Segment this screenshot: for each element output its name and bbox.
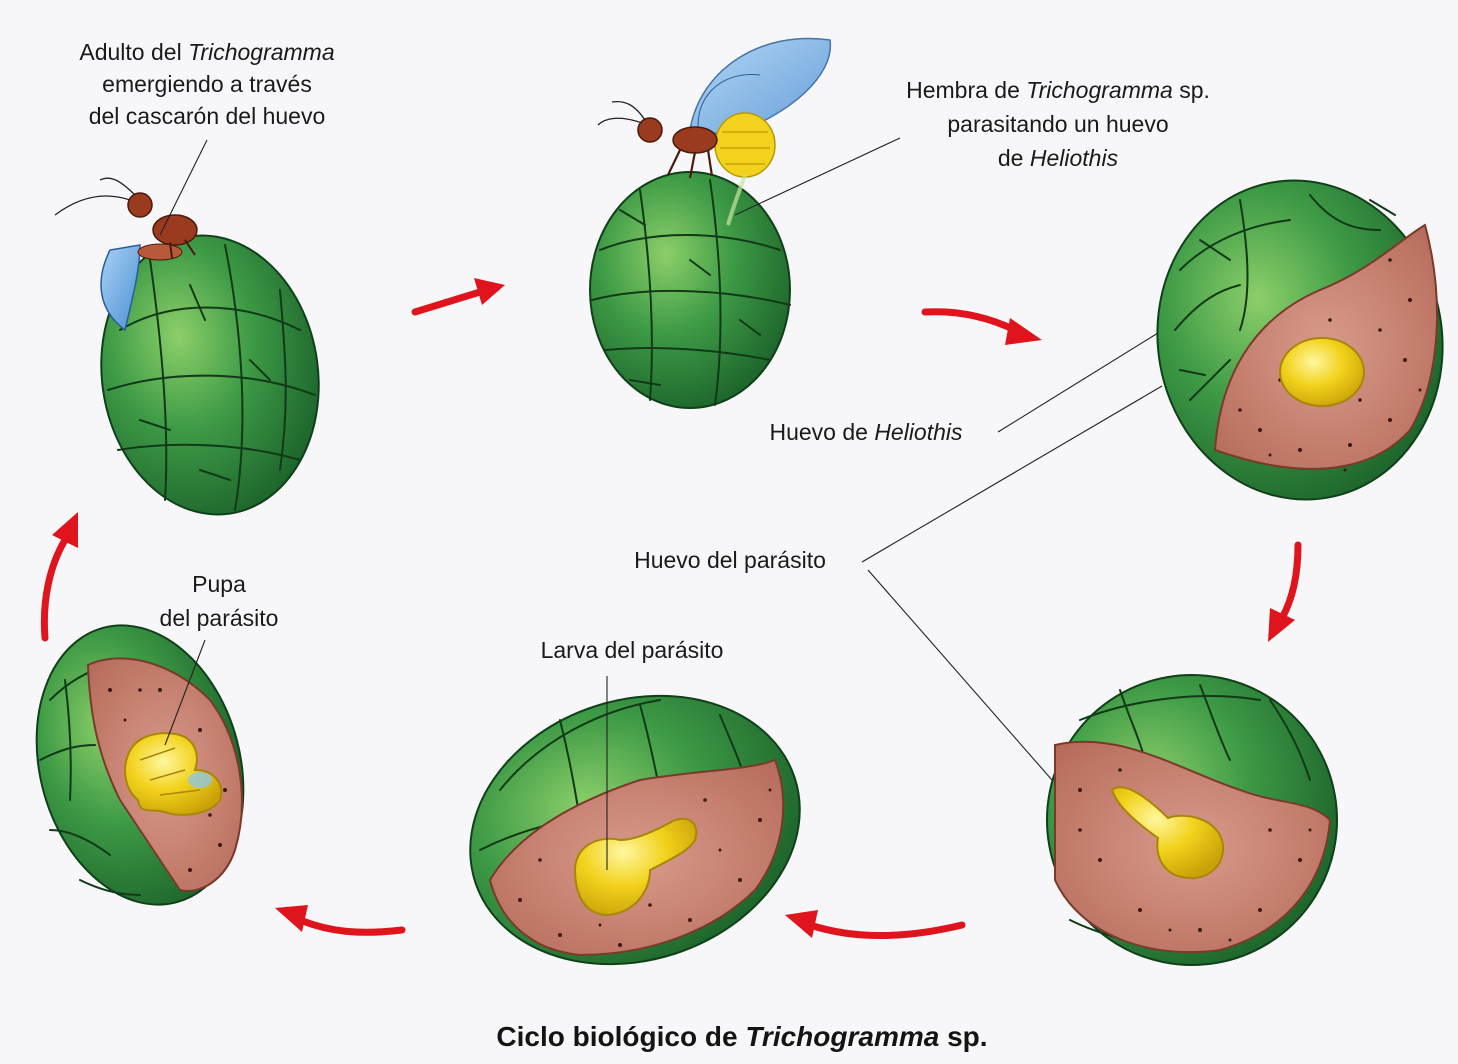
leader-parasite-egg-1 [862,386,1162,562]
diagram-title: Ciclo biológico de Trichogramma sp. [496,1021,987,1052]
egg-with-parasite-egg [1132,158,1458,522]
label-parasite-egg: Huevo del parásito [634,547,826,573]
svg-text:Adulto del Trichogramma: Adulto del Trichogramma [79,39,334,65]
arrow-5-to-6 [275,905,402,932]
arrow-6-to-1 [44,512,78,638]
arrow-4-to-5 [785,910,962,938]
svg-text:parasitando un huevo: parasitando un huevo [947,111,1168,137]
arrow-1-to-2 [415,278,505,312]
label-host-egg: Huevo de Heliothis [769,419,963,445]
leader-host-egg [998,333,1158,432]
leader-parasite-egg-2 [868,570,1052,780]
egg-adult-emerging [55,178,336,529]
label-adult-emerging: Adulto del Trichogramma emergiendo a tra… [79,39,334,129]
egg-with-developing-larva [1024,652,1360,988]
egg-female-parasitizing [590,38,830,408]
label-female-parasitizing: Hembra de Trichogramma sp. parasitando u… [906,77,1210,171]
arrow-2-to-3 [925,312,1042,345]
label-larva: Larva del parásito [541,637,724,663]
parasite-egg [1280,338,1364,406]
svg-text:Pupa: Pupa [192,571,246,597]
egg-with-parasite-pupa [7,602,274,928]
svg-text:del parásito: del parásito [160,605,279,631]
egg-with-parasite-larva [435,654,835,1005]
label-pupa: Pupa del parásito [160,571,279,631]
svg-text:de Heliothis: de Heliothis [998,145,1119,171]
svg-text:emergiendo a través: emergiendo a través [102,71,312,97]
svg-text:del cascarón del huevo: del cascarón del huevo [89,103,326,129]
arrow-3-to-4 [1268,545,1298,642]
svg-text:Hembra de Trichogramma sp.: Hembra de Trichogramma sp. [906,77,1210,103]
